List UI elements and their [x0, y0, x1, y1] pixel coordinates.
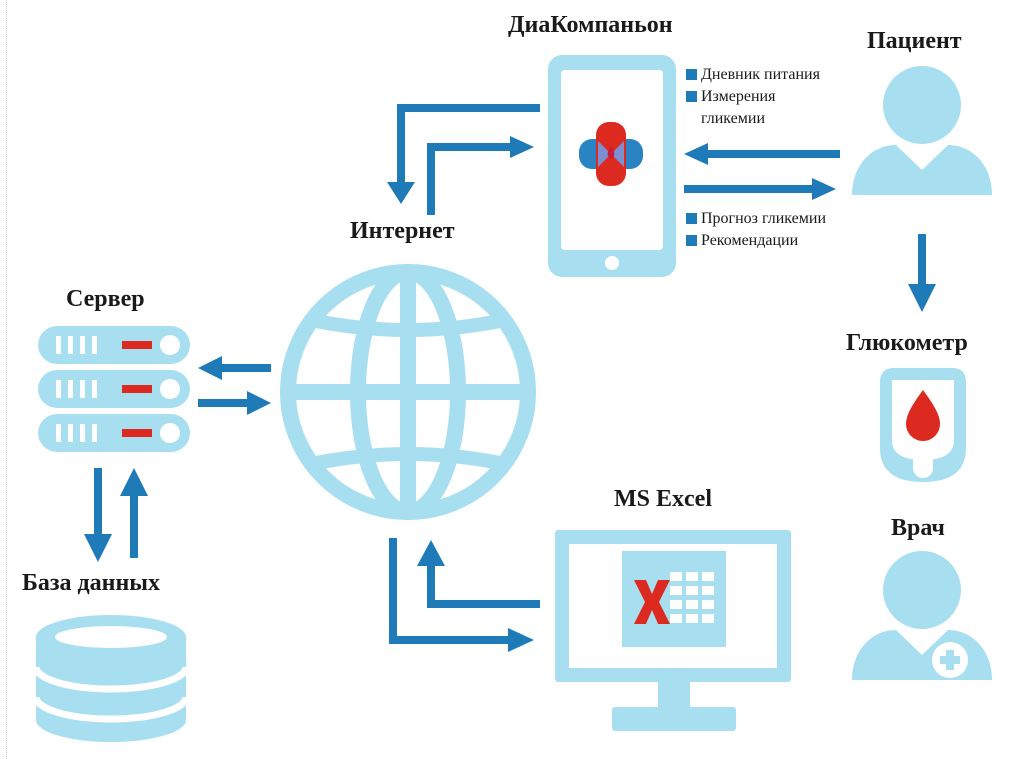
app-label: ДиаКомпаньон — [508, 12, 673, 38]
database-label: База данных — [22, 570, 161, 596]
arrow-internet-to-server — [198, 356, 271, 380]
bullet-square-icon — [686, 235, 697, 246]
server-unit-3 — [38, 414, 190, 452]
excel-icon — [622, 551, 726, 647]
list-item: Рекомендации — [686, 230, 826, 252]
arrow-app-to-patient — [684, 178, 836, 200]
arrow-app-to-internet — [387, 104, 540, 204]
bullet-square-icon — [686, 69, 697, 80]
internet-label: Интернет — [350, 218, 455, 244]
doctor-icon — [852, 551, 992, 680]
server-unit-2 — [38, 370, 190, 408]
app-logo-icon — [579, 122, 643, 186]
patient-icon — [852, 66, 992, 195]
arrow-server-to-database — [84, 468, 112, 562]
arrow-excel-to-internet — [417, 540, 540, 608]
glucometer-label: Глюкометр — [846, 330, 968, 356]
list-item-label: Прогноз гликемии — [701, 210, 827, 227]
arrow-patient-to-glucometer — [908, 234, 936, 312]
doctor-label: Врач — [891, 515, 945, 541]
excel-label: MS Excel — [614, 486, 712, 512]
database-icon — [32, 615, 190, 742]
glucometer-icon — [880, 368, 966, 482]
computer-monitor-icon — [555, 530, 791, 731]
list-item: Измерения — [686, 86, 820, 108]
arrow-patient-to-app — [684, 143, 840, 165]
list-item: Дневник питания — [686, 64, 820, 86]
list-item-continuation: гликемии — [701, 110, 766, 127]
server-unit-1 — [38, 326, 190, 364]
bullet-square-icon — [686, 213, 697, 224]
arrow-server-to-internet — [198, 391, 271, 415]
blood-drop-icon — [906, 390, 940, 441]
list-item: Прогноз гликемии — [686, 208, 826, 230]
page-margin-guide — [6, 0, 7, 759]
server-icon — [38, 326, 190, 452]
list-item-label: Измерения — [701, 88, 776, 105]
arrow-internet-to-excel — [389, 538, 534, 652]
list-item-label: Рекомендации — [701, 232, 799, 249]
bullet-square-icon — [686, 91, 697, 102]
arrow-database-to-server — [120, 468, 148, 558]
app-inputs-list: Дневник питания Измерения гликемии — [686, 64, 820, 130]
smartphone-icon — [548, 55, 676, 277]
app-outputs-list: Прогноз гликемии Рекомендации — [686, 208, 826, 252]
list-item-label: Дневник питания — [701, 66, 820, 83]
patient-label: Пациент — [867, 28, 962, 54]
globe-icon — [280, 264, 536, 520]
arrow-internet-to-app — [427, 136, 534, 215]
server-label: Сервер — [66, 286, 145, 312]
